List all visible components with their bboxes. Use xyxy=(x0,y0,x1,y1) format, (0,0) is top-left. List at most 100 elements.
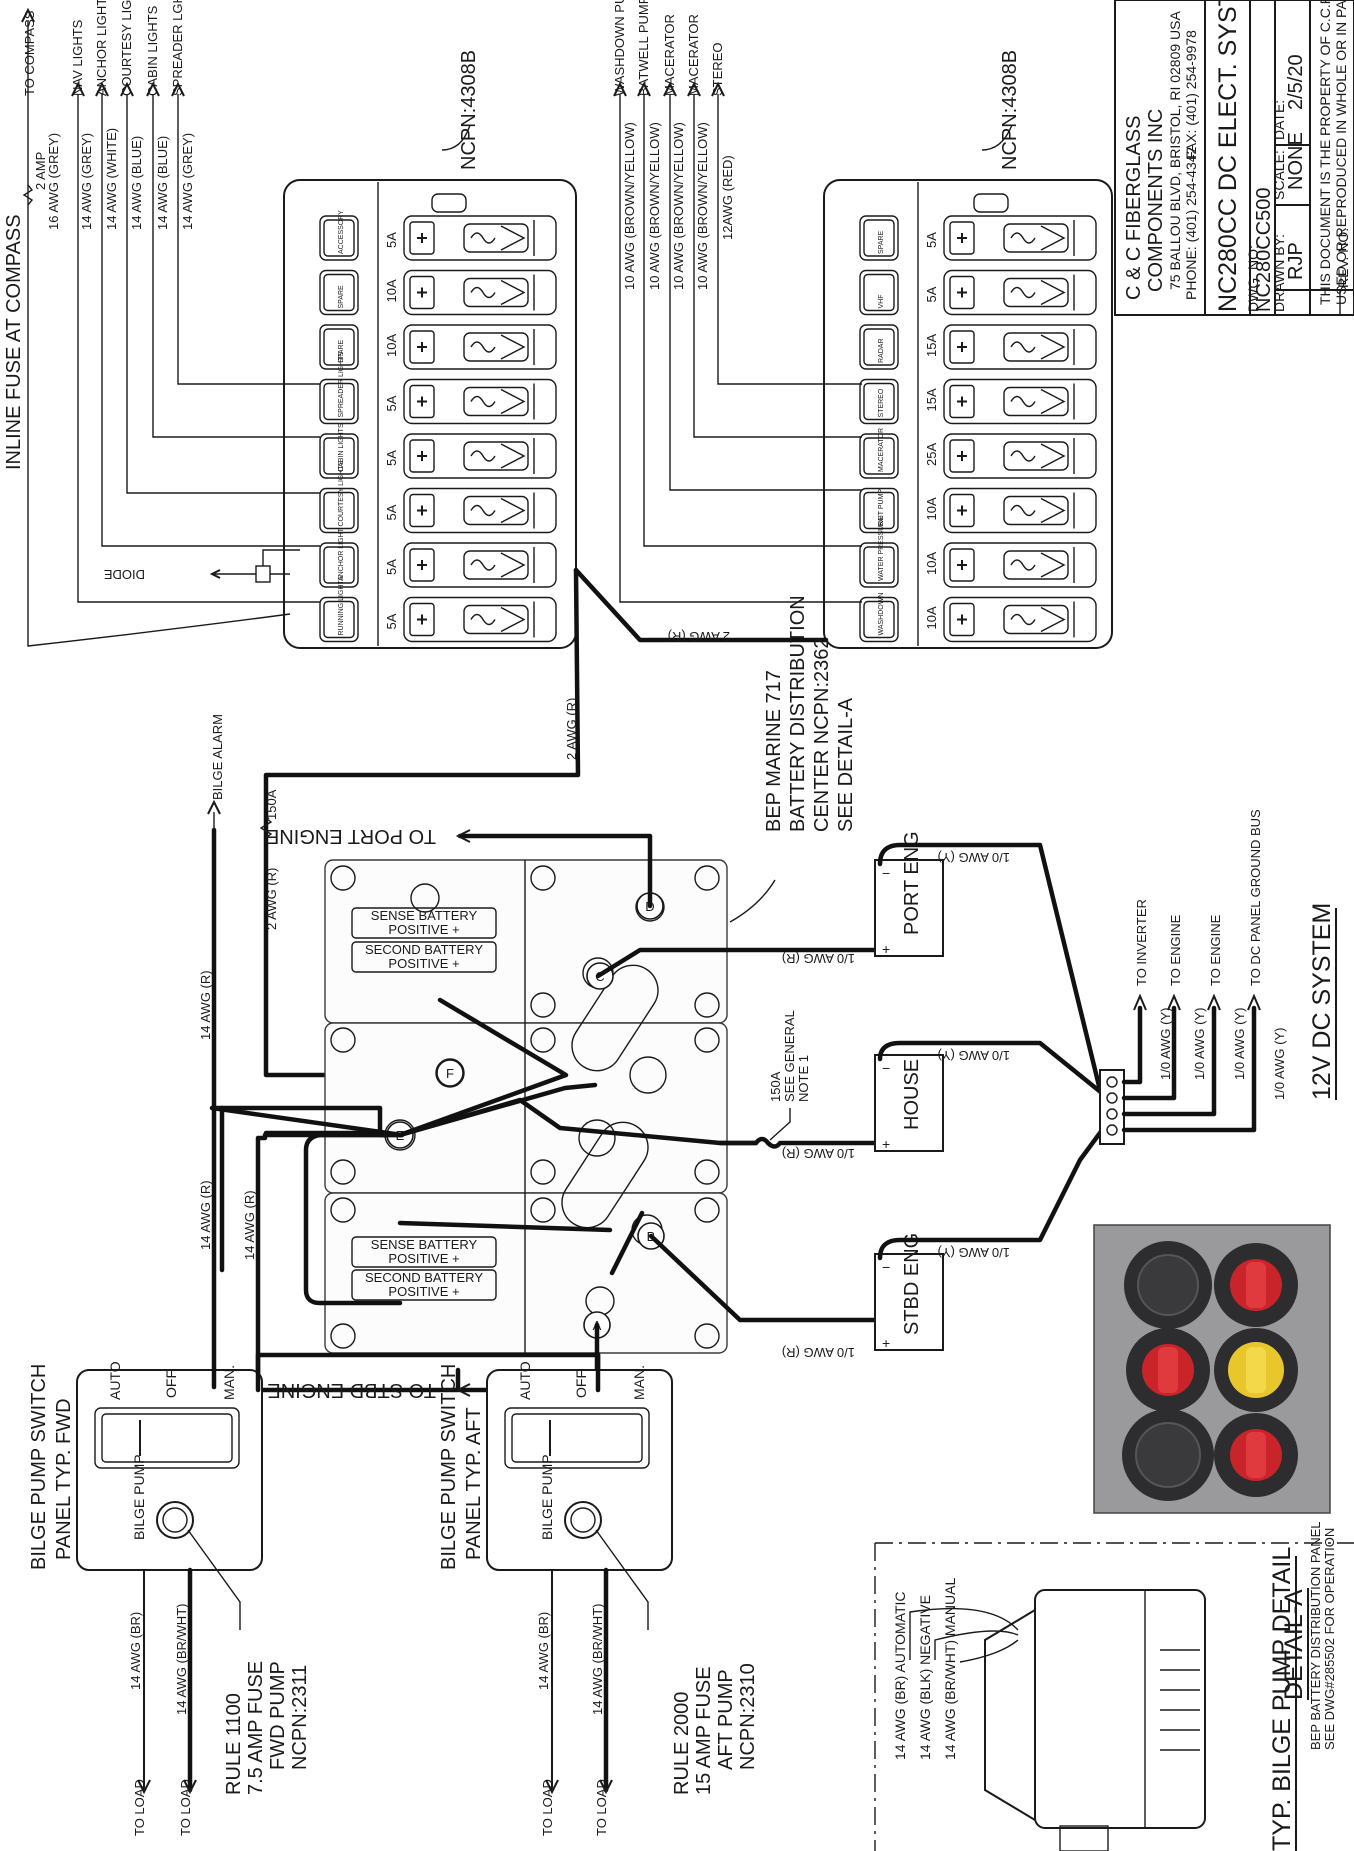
svg-text:SEE GENERAL: SEE GENERAL xyxy=(782,1010,797,1102)
svg-text:14 AWG (BLK) NEGATIVE: 14 AWG (BLK) NEGATIVE xyxy=(917,1595,933,1760)
breaker-label: WASHDOWN xyxy=(878,593,885,636)
breaker-label: BAIT PUMP xyxy=(878,489,885,527)
svg-text:COMPONENTS INC: COMPONENTS INC xyxy=(1145,109,1167,292)
svg-text:USED OR REPRODUCED IN WHOLE OR: USED OR REPRODUCED IN WHOLE OR IN PART W… xyxy=(1333,0,1349,305)
system-title: 12V DC SYSTEM xyxy=(1308,903,1336,1100)
plus-icon xyxy=(957,342,967,352)
breaker-switch-frame xyxy=(403,596,557,643)
breaker-label: SPARE xyxy=(878,230,885,254)
svg-text:POSITIVE +: POSITIVE + xyxy=(388,1284,459,1299)
breaker-switch-frame xyxy=(943,324,1097,370)
breaker-label-plate xyxy=(319,487,359,534)
svg-text:2 AWG (R): 2 AWG (R) xyxy=(564,698,579,760)
title-block xyxy=(1114,0,1354,316)
plus-icon xyxy=(417,451,427,461)
svg-text:FWD PUMP: FWD PUMP xyxy=(267,1661,289,1770)
breaker-plus-box xyxy=(949,275,975,310)
svg-text:BATWELL PUMP: BATWELL PUMP xyxy=(636,0,651,96)
svg-text:1/0 AWG (Y): 1/0 AWG (Y) xyxy=(938,1048,1010,1063)
svg-text:TO LOAD: TO LOAD xyxy=(540,1779,555,1836)
svg-text:14 AWG (BR): 14 AWG (BR) xyxy=(536,1612,551,1690)
breaker-label-plate xyxy=(859,487,899,534)
breaker-label-inner xyxy=(323,219,355,257)
svg-text:NC280CC500: NC280CC500 xyxy=(1253,187,1275,312)
breaker-label-inner xyxy=(863,600,895,639)
svg-text:14 AWG (BLUE): 14 AWG (BLUE) xyxy=(155,136,170,230)
breaker-amps: 5A xyxy=(384,450,399,466)
svg-text:14 AWG (WHITE): 14 AWG (WHITE) xyxy=(104,128,119,230)
breaker-label-plate xyxy=(859,324,899,370)
svg-text:TO LOAD: TO LOAD xyxy=(132,1779,147,1836)
breaker-rocker xyxy=(1003,604,1069,635)
svg-text:14 AWG (R): 14 AWG (R) xyxy=(198,1180,213,1250)
svg-text:10 AWG (BROWN/YELLOW): 10 AWG (BROWN/YELLOW) xyxy=(647,122,662,290)
plus-icon xyxy=(417,233,427,243)
svg-text:FAX: (401) 254-9978: FAX: (401) 254-9978 xyxy=(1183,30,1199,160)
breaker-switch-frame xyxy=(943,269,1097,316)
breaker-amps: 10A xyxy=(924,497,939,520)
svg-text:TO INVERTER: TO INVERTER xyxy=(1134,899,1149,986)
svg-text:AUTO: AUTO xyxy=(517,1361,533,1400)
bilge-feed-wires xyxy=(211,1105,601,1393)
svg-text:14 AWG (BR/WHT): 14 AWG (BR/WHT) xyxy=(590,1604,605,1715)
breaker-label-plate xyxy=(859,433,899,479)
svg-text:14 AWG (R): 14 AWG (R) xyxy=(242,1190,257,1260)
plus-icon xyxy=(957,287,967,298)
breaker-label-plate xyxy=(859,269,899,316)
svg-text:TO STBD ENGINE: TO STBD ENGINE xyxy=(267,1379,436,1401)
svg-text:TO LOAD: TO LOAD xyxy=(594,1779,609,1836)
breaker-label-inner xyxy=(323,437,355,475)
svg-text:1/0 AWG (Y): 1/0 AWG (Y) xyxy=(1272,1028,1287,1100)
breaker-label: RADAR xyxy=(878,338,885,363)
svg-text:INLINE FUSE AT COMPASS: INLINE FUSE AT COMPASS xyxy=(3,214,25,470)
breaker-rocker xyxy=(463,550,529,580)
svg-text:1/0 AWG (R): 1/0 AWG (R) xyxy=(782,951,855,966)
svg-text:2 AWG (R): 2 AWG (R) xyxy=(668,629,730,644)
breaker-plus-box xyxy=(949,493,975,528)
svg-text:POSITIVE +: POSITIVE + xyxy=(388,922,459,937)
breaker-plus-box xyxy=(949,330,975,364)
bilge-fwd-labels: BILGE PUMP SWITCH PANEL TYP. FWD AUTO OF… xyxy=(28,1361,311,1836)
distribution-wires xyxy=(207,799,878,1397)
svg-text:CENTER NCPN:2362: CENTER NCPN:2362 xyxy=(811,637,833,832)
svg-text:C & C FIBERGLASS: C & C FIBERGLASS xyxy=(1123,116,1145,301)
svg-text:BEP MARINE 717: BEP MARINE 717 xyxy=(763,670,785,832)
plus-icon xyxy=(957,451,967,461)
svg-text:OFF: OFF xyxy=(163,1370,179,1398)
svg-text:2 AMP: 2 AMP xyxy=(33,152,48,190)
svg-text:2 AWG (R): 2 AWG (R) xyxy=(264,868,279,930)
plus-icon xyxy=(957,614,967,625)
bilge-detail-labels: TYP. BILGE PUMP DETAIL 14 AWG (BR) AUTOM… xyxy=(892,1547,1297,1851)
breaker-switch-frame xyxy=(943,487,1097,534)
breaker-switch-frame xyxy=(943,596,1097,643)
detail-a-labels: DETAIL-A BEP BATTERY DISTRIBUTION PANEL … xyxy=(1280,1521,1337,1750)
plus-icon xyxy=(417,560,427,570)
breaker-breaker-panel-2-5[interactable]: BAIT PUMP 10A xyxy=(859,487,1097,534)
breaker-rocker xyxy=(463,332,529,362)
svg-text:14 AWG (BR/WHT) MANUAL: 14 AWG (BR/WHT) MANUAL xyxy=(942,1578,958,1760)
svg-text:RULE 2000: RULE 2000 xyxy=(671,1692,693,1795)
breaker-amps: 5A xyxy=(924,286,939,302)
breaker-label-inner xyxy=(863,328,895,366)
rocker-shape-icon xyxy=(470,443,526,469)
breaker-plus-box xyxy=(409,384,435,419)
breaker-label-plate xyxy=(859,596,899,643)
breaker-label-plate xyxy=(859,215,899,261)
